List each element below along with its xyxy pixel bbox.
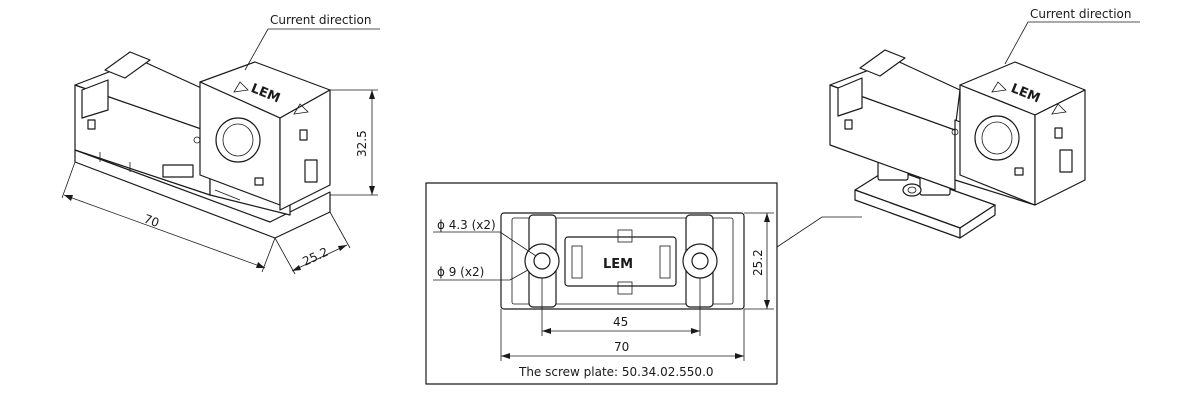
detail-logo-text: LEM — [603, 257, 633, 272]
plate-length-dim: 70 — [614, 340, 629, 354]
current-direction-callout-left: Current direction — [244, 13, 380, 71]
screw-plate-caption: The screw plate: 50.34.02.550.0 — [518, 365, 714, 379]
detail-box: LEM ϕ 4.3 (x2) ϕ 9 (x2) 45 70 25.2 The s… — [425, 182, 778, 385]
current-direction-label-right: Current direction — [1030, 7, 1131, 21]
left-isometric-view: LEM — [74, 51, 331, 239]
hole-large-label: ϕ 9 (x2) — [437, 265, 484, 279]
plate-width-dim: 25.2 — [751, 249, 765, 276]
hole-small-label: ϕ 4.3 (x2) — [437, 218, 496, 232]
length-dim-text: 70 — [142, 212, 161, 230]
hole-spacing-dim: 45 — [613, 315, 628, 329]
current-direction-label-left: Current direction — [270, 13, 371, 27]
right-isometric-view: LEM — [829, 49, 1086, 239]
current-direction-callout-right: Current direction — [1004, 7, 1140, 65]
detail-leader — [776, 216, 862, 248]
height-dimension: 32.5 — [330, 89, 378, 196]
depth-dim-text: 25.2 — [300, 245, 330, 269]
length-dimension: 70 — [61, 161, 276, 273]
height-dim-text: 32.5 — [355, 130, 369, 157]
